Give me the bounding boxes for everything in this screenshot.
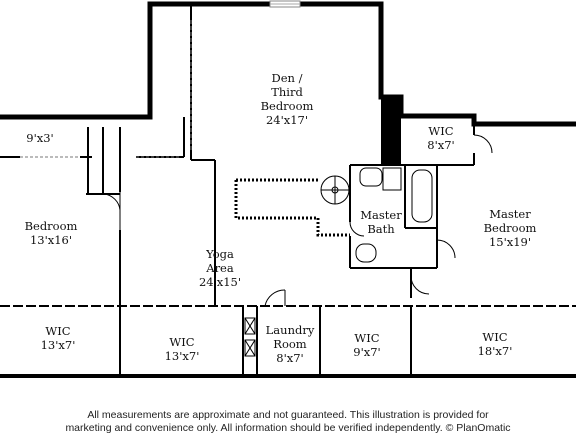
den-name-line3: Bedroom	[261, 99, 314, 113]
chimney-block	[381, 97, 401, 165]
upper-wic-name: WIC	[427, 124, 454, 138]
laundry-size: 8'x7'	[266, 351, 315, 365]
spiral-stair	[321, 176, 349, 204]
wic-2-name: WIC	[165, 335, 200, 349]
wic-2-label: WIC 13'x7'	[165, 335, 200, 363]
small-closet-size: 9'x3'	[26, 131, 53, 145]
master-bedroom-line1: Master	[484, 207, 537, 221]
doors	[104, 135, 492, 306]
master-bedroom-label: Master Bedroom 15'x19'	[484, 207, 537, 249]
yoga-label: Yoga Area 24'x15'	[199, 247, 241, 289]
upper-wic-label: WIC 8'x7'	[427, 124, 454, 152]
wic-2-size: 13'x7'	[165, 349, 200, 363]
wic-1-label: WIC 13'x7'	[41, 324, 76, 352]
bedroom-name: Bedroom	[25, 219, 78, 233]
master-bath-line1: Master	[360, 208, 401, 222]
wic-1-size: 13'x7'	[41, 338, 76, 352]
wic-3-name: WIC	[353, 331, 380, 345]
wic-4-size: 18'x7'	[478, 344, 513, 358]
den-size: 24'x17'	[261, 113, 314, 127]
interior-walls	[0, 6, 576, 376]
laundry-line1: Laundry	[266, 323, 315, 337]
laundry-machines	[245, 318, 255, 356]
laundry-label: Laundry Room 8'x7'	[266, 323, 315, 365]
small-closet-label: 9'x3'	[26, 131, 53, 145]
top-window	[270, 1, 300, 7]
wic-4-name: WIC	[478, 330, 513, 344]
upper-wic-size: 8'x7'	[427, 138, 454, 152]
master-bedroom-line2: Bedroom	[484, 221, 537, 235]
master-bath-line2: Bath	[360, 222, 401, 236]
master-bath-label: Master Bath	[360, 208, 401, 236]
yoga-size: 24'x15'	[199, 275, 241, 289]
wic-3-size: 9'x7'	[353, 345, 380, 359]
disclaimer: All measurements are approximate and not…	[0, 409, 576, 434]
bedroom-size: 13'x16'	[25, 233, 78, 247]
den-label: Den / Third Bedroom 24'x17'	[261, 71, 314, 127]
disclaimer-line2: marketing and convenience only. All info…	[0, 422, 576, 434]
master-bedroom-size: 15'x19'	[484, 235, 537, 249]
disclaimer-line1: All measurements are approximate and not…	[0, 409, 576, 422]
yoga-line2: Area	[199, 261, 241, 275]
wic-4-label: WIC 18'x7'	[478, 330, 513, 358]
wic-1-name: WIC	[41, 324, 76, 338]
wic-3-label: WIC 9'x7'	[353, 331, 380, 359]
bedroom-label: Bedroom 13'x16'	[25, 219, 78, 247]
laundry-line2: Room	[266, 337, 315, 351]
yoga-line1: Yoga	[199, 247, 241, 261]
den-name-line2: Third	[261, 85, 314, 99]
den-name-line1: Den /	[261, 71, 314, 85]
